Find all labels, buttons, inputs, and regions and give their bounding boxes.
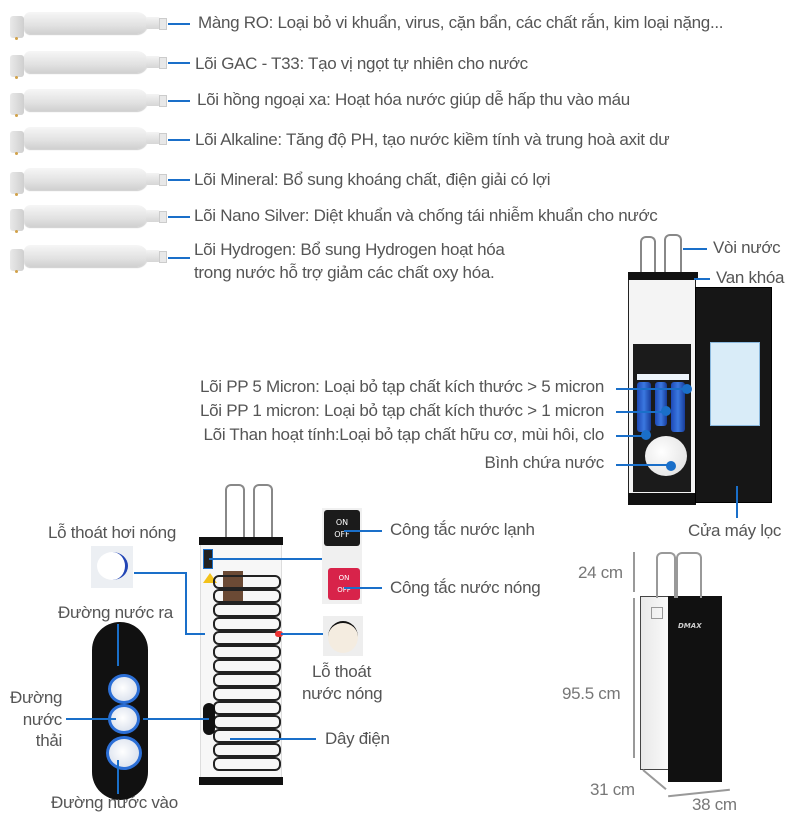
hot-drain-label-2: nước nóng	[302, 684, 383, 703]
pp5-label: Lõi PP 5 Micron: Loại bỏ tạp chất kích t…	[199, 377, 604, 396]
hydrogen-label-line2: trong nước hỗ trợ giảm các chất oxy hóa.	[194, 263, 495, 282]
dimension-height: 95.5 cm	[562, 684, 621, 703]
callout-line	[616, 435, 644, 437]
dim-faucet-left	[656, 552, 676, 598]
callout-line	[185, 633, 205, 635]
callout-line	[66, 718, 116, 720]
callout-line	[209, 558, 322, 560]
callout-line	[134, 572, 186, 574]
brand-logo: DMAX	[678, 622, 702, 630]
hot-drain-label-1: Lỗ thoát	[312, 662, 372, 681]
height-arrow-main	[633, 598, 635, 758]
nano-silver-label: Lõi Nano Silver: Diệt khuẩn và chống tái…	[194, 206, 658, 225]
cold-switch-label: Công tắc nước lạnh	[390, 520, 535, 539]
mineral-label: Lõi Mineral: Bổ sung khoáng chất, điện g…	[194, 170, 551, 189]
callout-line	[168, 62, 190, 64]
callout-line	[281, 633, 323, 635]
mineral-cartridge	[8, 162, 178, 196]
dim-faucet-right	[676, 552, 702, 598]
callout-line	[736, 486, 738, 518]
valve-label: Van khóa	[716, 268, 785, 287]
waste-line-label-1: Đường	[10, 688, 63, 707]
callout-line	[344, 587, 382, 589]
power-cord-label: Dây điện	[325, 729, 390, 748]
water-out-label: Đường nước ra	[58, 603, 173, 622]
callout-line	[616, 464, 668, 466]
hot-drain-image	[323, 616, 363, 656]
callout-line	[168, 257, 190, 259]
far-infrared-label: Lõi hồng ngoại xa: Hoạt hóa nước giúp dễ…	[197, 90, 630, 109]
pp1-label: Lõi PP 1 micron: Loại bỏ tạp chất kích t…	[199, 401, 604, 420]
water-port-panel	[92, 622, 148, 800]
callout-line	[168, 179, 190, 181]
waste-line-label-3: thải	[35, 731, 63, 750]
dimension-machine-illustration: DMAX	[640, 596, 722, 782]
callout-line	[694, 278, 710, 280]
gac-t33-label: Lõi GAC - T33: Tạo vị ngọt tự nhiên cho …	[195, 54, 528, 73]
callout-line	[230, 738, 316, 740]
faucet-label: Vòi nước	[713, 238, 781, 257]
height-arrow-top	[633, 552, 635, 592]
ro-membrane-label: Màng RO: Loại bỏ vi khuẩn, virus, cặn bẩ…	[198, 13, 724, 32]
alkaline-label: Lõi Alkaline: Tăng độ PH, tạo nước kiềm …	[195, 130, 670, 149]
callout-line	[168, 139, 190, 141]
callout-line	[616, 388, 686, 390]
back-faucet-right	[253, 484, 273, 544]
water-in-label: Đường nước vào	[51, 793, 178, 812]
waste-line-label-2: nước	[22, 710, 63, 729]
hydrogen-label-line1: Lõi Hydrogen: Bổ sung Hydrogen hoạt hóa	[194, 240, 505, 259]
callout-line	[168, 100, 190, 102]
door-label: Cửa máy lọc	[688, 521, 782, 540]
steam-vent-image	[91, 546, 133, 588]
dimension-depth: 31 cm	[590, 780, 635, 799]
callout-line	[117, 760, 119, 794]
back-view-machine	[199, 537, 283, 785]
dimension-width: 38 cm	[692, 795, 737, 814]
faucet-right	[664, 234, 682, 278]
callout-line	[143, 718, 209, 720]
hot-switch-label: Công tắc nước nóng	[390, 578, 541, 597]
alkaline-cartridge	[8, 121, 178, 155]
back-faucet-left	[225, 484, 245, 544]
callout-line	[117, 624, 119, 666]
hydrogen-cartridge	[8, 239, 178, 273]
carbon-label: Lõi Than hoạt tính:Loại bỏ tạp chất hữu …	[203, 425, 605, 444]
callout-line	[683, 248, 707, 250]
tank-label: Bình chứa nước	[484, 453, 605, 472]
steam-vent-label: Lỗ thoát hơi nóng	[48, 523, 176, 542]
callout-line	[168, 23, 190, 25]
callout-line	[344, 530, 382, 532]
callout-line	[168, 216, 190, 218]
nano-silver-cartridge	[8, 199, 178, 233]
far-infrared-cartridge	[8, 83, 178, 117]
faucet-left	[640, 236, 656, 278]
ro-membrane-cartridge	[8, 6, 178, 40]
callout-line	[185, 572, 187, 634]
dimension-top: 24 cm	[578, 563, 623, 582]
callout-line	[616, 411, 664, 413]
gac-t33-cartridge	[8, 45, 178, 79]
